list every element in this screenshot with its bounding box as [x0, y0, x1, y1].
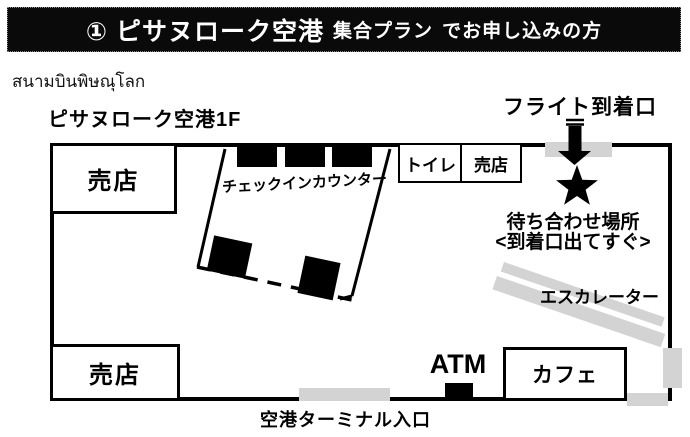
checkin-kiosk-2 — [297, 255, 341, 301]
shop-top-label: 売店 — [87, 168, 140, 195]
shop-small-box: 売店 — [460, 143, 522, 183]
terminal-entrance-opening — [299, 388, 390, 401]
flight-arrival-label: フライト到着口 — [503, 96, 657, 119]
toilet-label: トイレ — [405, 155, 456, 175]
title-banner: ① ピサヌローク空港 集合プラン でお申し込みの方 — [7, 7, 681, 52]
banner-plan: 集合プラン — [333, 21, 434, 42]
shop-top-box: 売店 — [50, 143, 177, 214]
checkin-kiosk-1 — [206, 235, 253, 279]
banner-suffix: でお申し込みの方 — [442, 21, 603, 42]
checkin-desk-1 — [237, 147, 277, 167]
banner-title: ① ピサヌローク空港 — [85, 17, 325, 46]
meeting-place-label: 待ち合わせ場所 — [506, 212, 640, 233]
arrival-gate-opening — [545, 142, 612, 157]
right-wall-opening — [663, 348, 682, 388]
checkin-desk-2 — [285, 147, 325, 167]
shop-bottom-label: 売店 — [89, 362, 141, 389]
escalator-label: エスカレーター — [540, 288, 659, 307]
shop-small-label: 売店 — [474, 155, 508, 175]
checkin-desk-3 — [332, 147, 372, 167]
bottom-right-opening — [627, 393, 668, 406]
cafe-box: カフェ — [503, 347, 627, 401]
floor-title: ピサヌローク空港1F — [48, 109, 242, 131]
shop-bottom-box: 売店 — [50, 344, 180, 401]
cafe-label: カフェ — [532, 364, 598, 387]
atm-machine — [445, 383, 473, 398]
thai-airport-name: สนามบินพิษณุโลก — [12, 72, 146, 91]
atm-label: ATM — [429, 349, 487, 379]
terminal-entrance-label: 空港ターミナル入口 — [260, 410, 431, 430]
toilet-box: トイレ — [398, 143, 463, 183]
meeting-place-note: <到着口出てすぐ> — [495, 232, 651, 253]
